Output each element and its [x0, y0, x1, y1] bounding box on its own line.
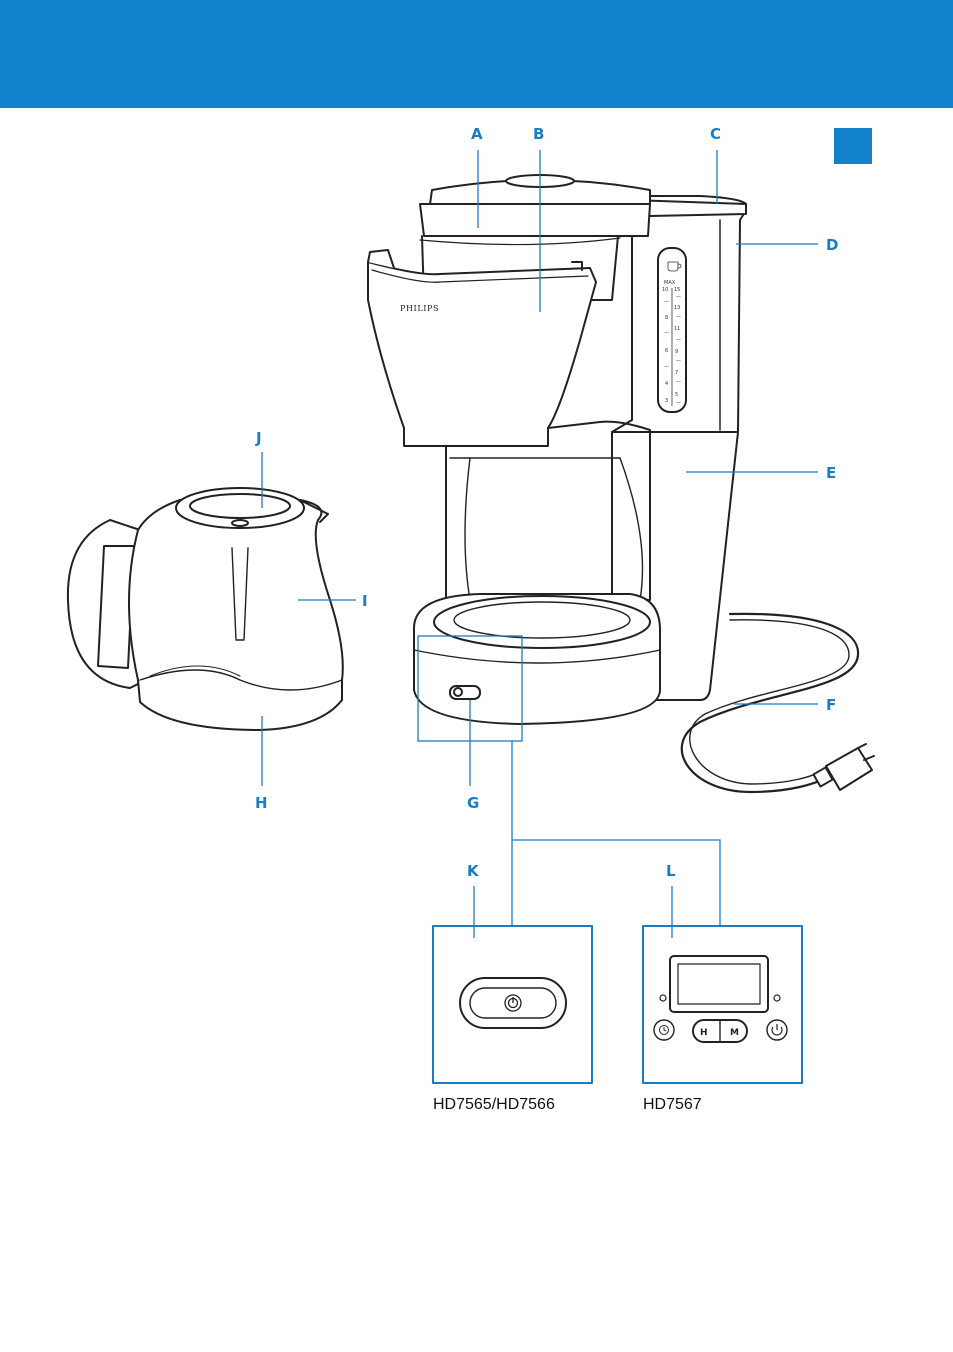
callout-h: H	[255, 794, 268, 812]
svg-text:—: —	[676, 358, 681, 364]
svg-text:—: —	[664, 299, 669, 305]
svg-text:15: 15	[674, 287, 680, 293]
callout-b: B	[533, 125, 544, 143]
svg-text:7: 7	[675, 370, 678, 376]
callout-k: K	[467, 862, 479, 880]
callout-f: F	[826, 696, 836, 714]
svg-text:MAX: MAX	[664, 280, 676, 286]
hour-button-label[interactable]: H	[700, 1028, 708, 1038]
svg-text:—: —	[676, 314, 681, 320]
callout-c: C	[710, 125, 721, 143]
svg-text:—: —	[676, 400, 681, 406]
svg-text:—: —	[676, 294, 681, 300]
callout-i: I	[362, 592, 368, 610]
minute-button-label[interactable]: M	[730, 1028, 739, 1038]
callout-l: L	[666, 862, 676, 880]
svg-text:4: 4	[665, 381, 668, 387]
model-label-l: HD7567	[643, 1096, 702, 1114]
svg-text:6: 6	[665, 348, 668, 354]
power-icon[interactable]	[767, 1020, 787, 1040]
model-label-k: HD7565/HD7566	[433, 1096, 555, 1114]
callout-j: J	[256, 429, 262, 447]
filter-holder	[368, 262, 596, 446]
callout-e: E	[826, 464, 836, 482]
svg-text:8: 8	[665, 315, 668, 321]
svg-text:—: —	[664, 330, 669, 336]
svg-text:—: —	[676, 379, 681, 385]
callout-a: A	[471, 125, 483, 143]
svg-text:10: 10	[662, 287, 668, 293]
coffee-maker-lid	[420, 204, 650, 236]
svg-text:9: 9	[675, 349, 678, 355]
brand-label: PHILIPS	[400, 304, 439, 313]
plug	[813, 744, 874, 790]
jug-body	[129, 500, 343, 730]
callout-g: G	[467, 794, 479, 812]
svg-text:13: 13	[674, 305, 680, 311]
svg-text:5: 5	[675, 392, 678, 398]
svg-text:—: —	[676, 337, 681, 343]
svg-text:—: —	[664, 364, 669, 370]
svg-text:3: 3	[665, 398, 668, 404]
clock-icon[interactable]	[654, 1020, 674, 1040]
svg-text:11: 11	[674, 326, 680, 332]
callout-d: D	[826, 236, 838, 254]
